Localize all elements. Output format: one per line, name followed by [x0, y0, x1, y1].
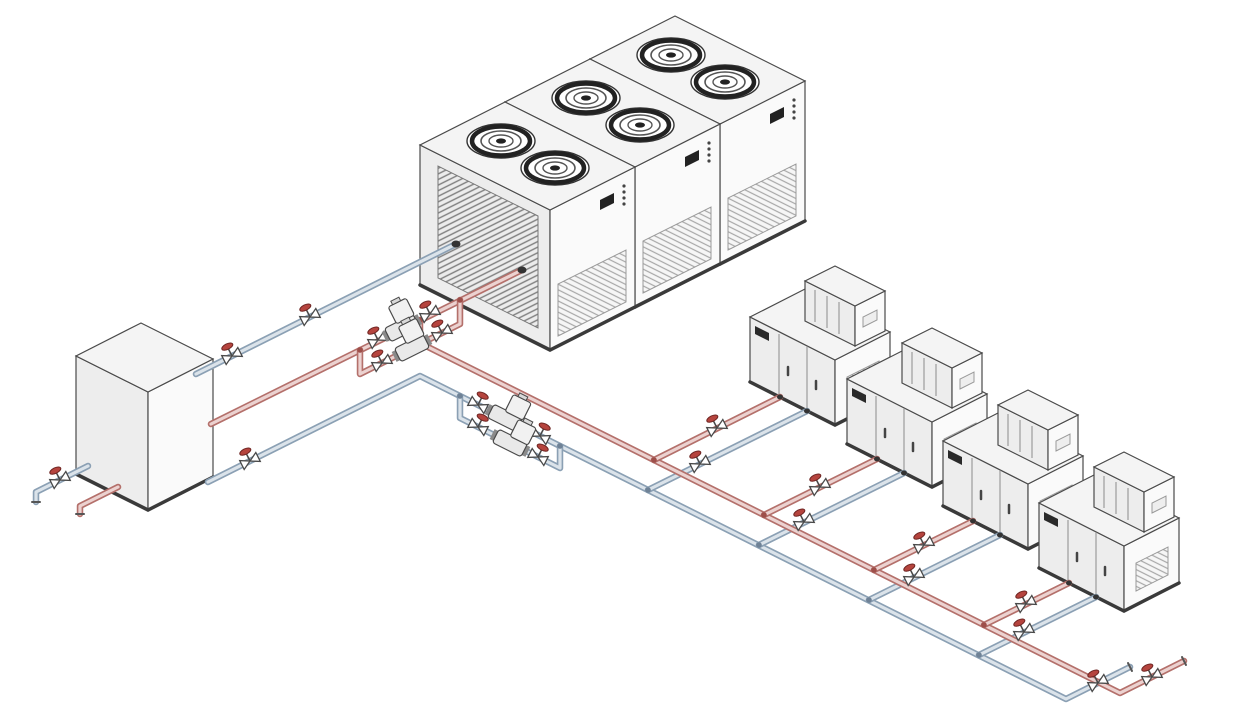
chiller-supply-flange [517, 266, 527, 274]
pipe-end-cap [1181, 656, 1187, 666]
pipe-tee [981, 622, 987, 628]
pipe-tee [756, 542, 762, 548]
return-branch-3 [867, 533, 1002, 602]
return-branch-2 [757, 471, 906, 547]
buffer-tank [74, 321, 215, 512]
return-branch-1 [646, 409, 809, 492]
pipe-tee [761, 512, 767, 518]
pipe-tee [557, 443, 563, 449]
ahu-flange [901, 470, 907, 476]
ahu-flange [1066, 580, 1072, 586]
pipe-end-cap [1127, 662, 1133, 672]
pipe-tee [976, 652, 982, 658]
pipe-joints [31, 240, 1187, 672]
ahu-flange [1093, 594, 1099, 600]
return-pipe-system [32, 240, 1134, 703]
pipe-tee [457, 297, 463, 303]
chiller-return-flange [451, 240, 461, 248]
pipe-tee [645, 487, 651, 493]
pipe-tee [651, 457, 657, 463]
pipe-tee [457, 393, 463, 399]
ahu-flange [874, 456, 880, 462]
chiller-bank [420, 16, 805, 350]
pipe-tee [866, 597, 872, 603]
tank-drain-pipe-red [78, 485, 120, 516]
tank-drain-pipe-blue [34, 464, 90, 504]
ahu-flange [777, 394, 783, 400]
pipe-tee [871, 567, 877, 573]
supply-pipe-chiller [209, 268, 524, 426]
ahu-flange [804, 408, 810, 414]
return-branch-4 [977, 595, 1098, 657]
air-handler-row [748, 264, 1181, 613]
ahu-flange [997, 532, 1003, 538]
ahu-flange [970, 518, 976, 524]
pipe-tee [357, 347, 363, 353]
